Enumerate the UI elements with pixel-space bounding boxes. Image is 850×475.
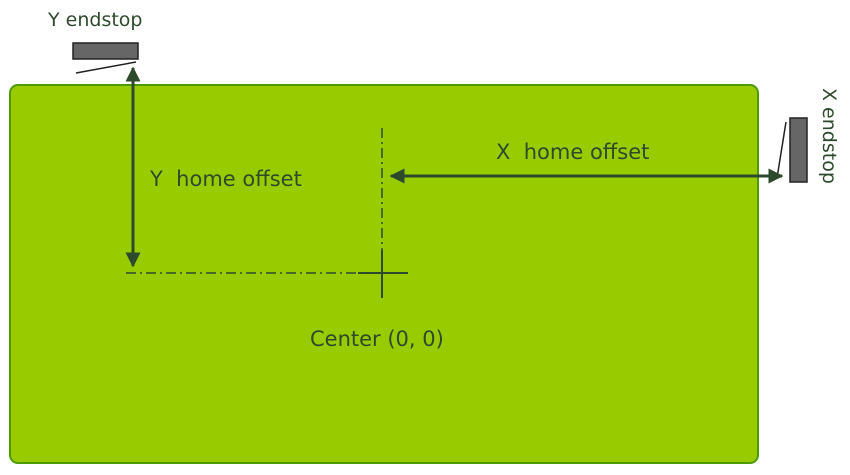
center-label: Center (0, 0) [310, 327, 444, 351]
x-endstop [776, 117, 808, 183]
x-endstop-lever [776, 121, 787, 179]
y-endstop-label: Y endstop [47, 9, 142, 31]
y-endstop-lever [75, 61, 137, 74]
x-endstop-body [789, 117, 808, 183]
center-crosshair [358, 250, 408, 298]
x-endstop-label: X endstop [818, 88, 840, 184]
y-endstop-body [72, 42, 139, 60]
y-endstop [72, 42, 139, 74]
x-home-offset-label: X home offset [496, 140, 649, 164]
y-home-offset-label: Y home offset [149, 167, 302, 191]
